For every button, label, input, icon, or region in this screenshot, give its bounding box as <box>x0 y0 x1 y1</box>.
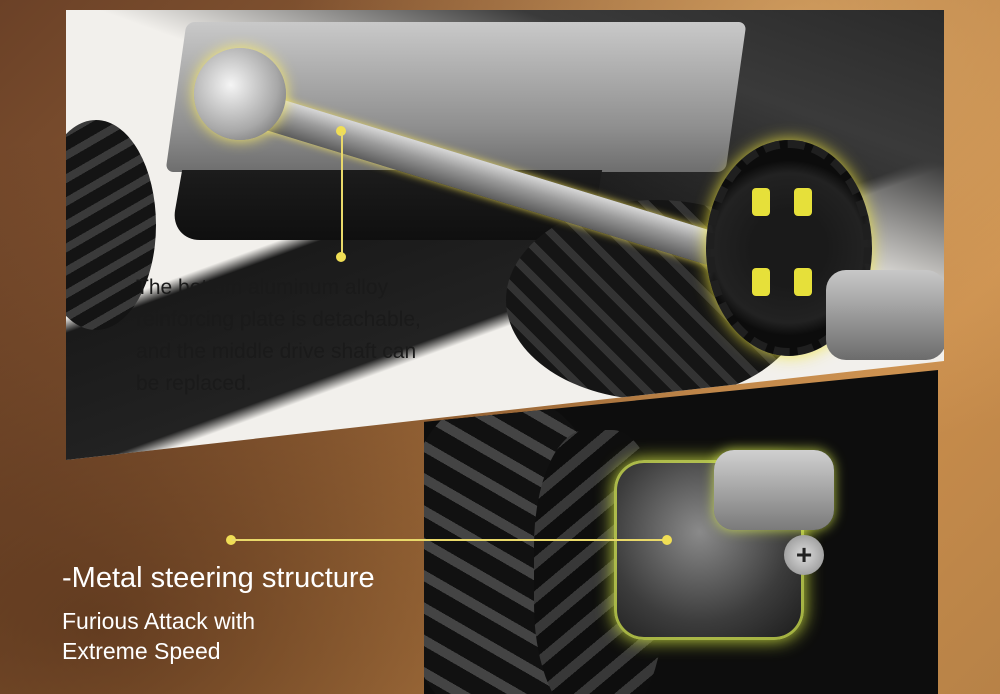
gear-hole <box>794 188 812 216</box>
spur-gear <box>706 140 872 356</box>
universal-joint <box>714 450 834 530</box>
gear-hole <box>794 268 812 296</box>
callout-dot-top-end <box>336 252 346 262</box>
top-caption-line: reinforcing plate is detachable, <box>136 308 421 331</box>
callout-dot-bottom <box>226 535 236 545</box>
feature-title: -Metal steering structure <box>62 562 375 594</box>
callout-dot-top <box>336 126 346 136</box>
feature-subtitle-line: Furious Attack with <box>62 608 256 634</box>
suspension-arm <box>826 270 944 360</box>
callout-line-top <box>341 132 343 258</box>
gear-hole <box>752 268 770 296</box>
callout-line-bottom <box>232 539 666 541</box>
top-caption-line: The bottom aluminum alloy <box>136 276 389 299</box>
feature-subtitle-line: Extreme Speed <box>62 638 221 664</box>
drive-shaft-joint <box>194 48 286 140</box>
callout-dot-bottom-end <box>662 535 672 545</box>
top-photo-panel <box>66 10 944 460</box>
feature-subtitle: Furious Attack with Extreme Speed <box>62 606 255 666</box>
bottom-photo-panel: + <box>424 370 938 694</box>
top-caption-line: be replaced. <box>136 372 252 395</box>
gear-hole <box>752 188 770 216</box>
top-caption: The bottom aluminum alloy reinforcing pl… <box>136 272 496 400</box>
top-caption-line: and the middle drive shaft can <box>136 340 417 363</box>
phillips-screw-icon: + <box>784 535 824 575</box>
